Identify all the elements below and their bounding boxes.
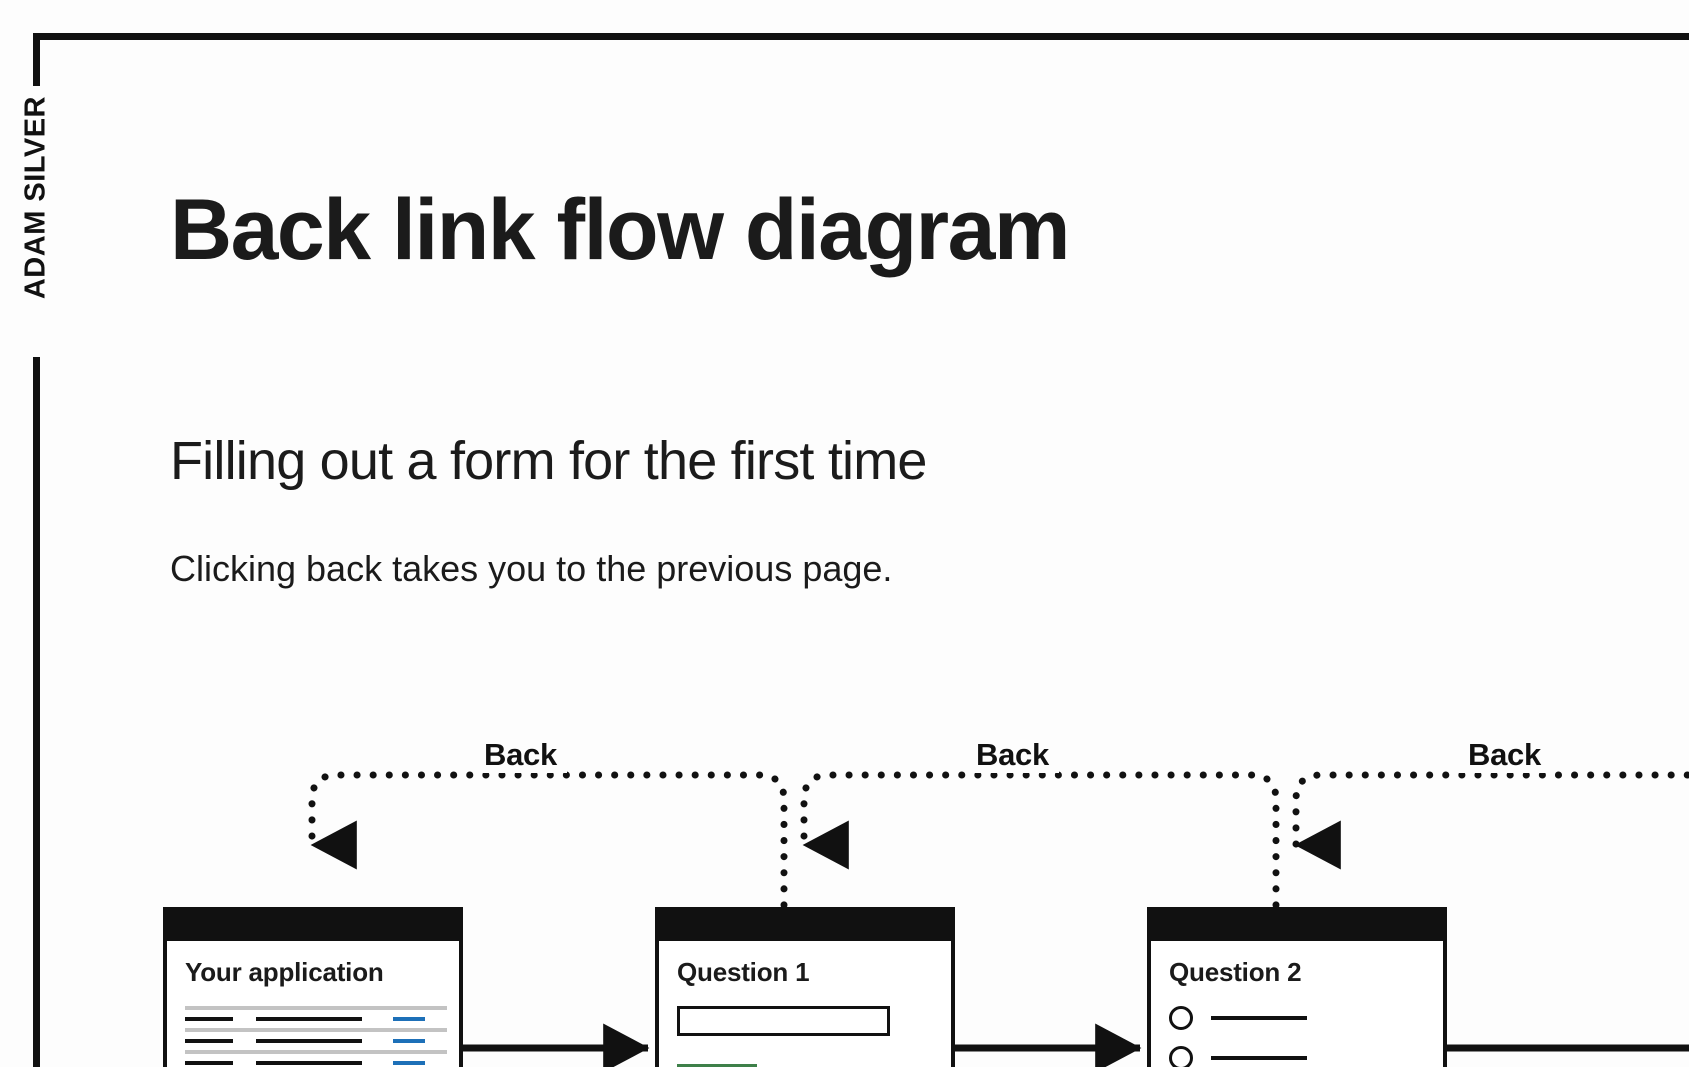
card-heading: Your application [185, 957, 384, 987]
section-heading: Filling out a form for the first time [170, 431, 927, 491]
card-titlebar [167, 911, 459, 941]
radio-option[interactable] [1169, 1046, 1425, 1067]
summary-row-value [256, 1039, 362, 1043]
summary-row [185, 1017, 447, 1021]
back-label-1: Back [474, 737, 567, 773]
question-text-input[interactable] [677, 1006, 890, 1036]
card-titlebar [659, 911, 951, 941]
summary-row-label [185, 1061, 233, 1065]
summary-list [185, 1006, 447, 1065]
summary-row-change-link[interactable] [393, 1039, 425, 1043]
summary-row-value [256, 1017, 362, 1021]
card-heading: Question 2 [1169, 957, 1302, 987]
frame-border-left-upper [33, 33, 40, 86]
summary-row-change-link[interactable] [393, 1061, 425, 1065]
card-body: Question 1 [659, 941, 951, 1067]
back-label-2: Back [966, 737, 1059, 773]
summary-row-change-link[interactable] [393, 1017, 425, 1021]
section-body-text: Clicking back takes you to the previous … [170, 548, 893, 589]
card-body: Question 2 [1151, 941, 1443, 1067]
back-label-3: Back [1458, 737, 1551, 773]
author-byline: ADAM SILVER [19, 96, 52, 300]
frame-border-left-lower [33, 357, 40, 1067]
card-heading: Question 1 [677, 957, 810, 987]
page-title: Back link flow diagram [170, 182, 1070, 278]
radio-icon[interactable] [1169, 1046, 1193, 1067]
card-titlebar [1151, 911, 1443, 941]
summary-row-divider [185, 1028, 447, 1032]
card-question-2[interactable]: Question 2 [1147, 907, 1447, 1067]
card-your-application[interactable]: Your application [163, 907, 463, 1067]
frame-border-top [33, 33, 1689, 40]
summary-row [185, 1061, 447, 1065]
radio-icon[interactable] [1169, 1006, 1193, 1030]
radio-option-label [1211, 1056, 1307, 1060]
summary-row-value [256, 1061, 362, 1065]
continue-button[interactable] [677, 1064, 757, 1067]
radio-option-label [1211, 1016, 1307, 1020]
summary-row-divider [185, 1006, 447, 1010]
card-question-1[interactable]: Question 1 [655, 907, 955, 1067]
radio-option[interactable] [1169, 1006, 1425, 1030]
summary-row [185, 1039, 447, 1043]
summary-row-divider [185, 1050, 447, 1054]
summary-row-label [185, 1039, 233, 1043]
summary-row-label [185, 1017, 233, 1021]
card-body: Your application [167, 941, 459, 1065]
